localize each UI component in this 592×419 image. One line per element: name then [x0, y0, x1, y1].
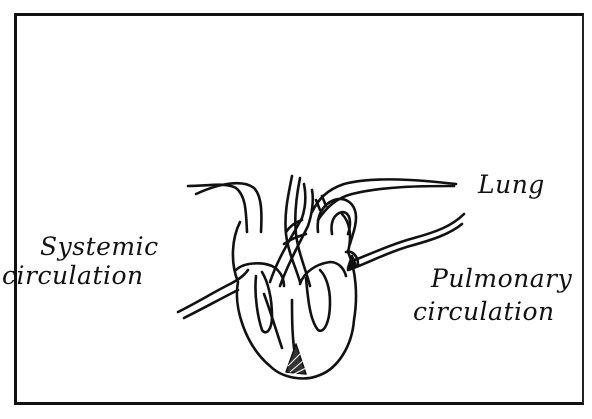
right-chamber-loop — [306, 270, 330, 331]
lung-vessel-upper — [312, 179, 456, 212]
lung-label: Lung — [478, 172, 545, 197]
pulmonary-label-line1: Pulmonary — [431, 266, 572, 291]
left-ventricle-inner — [264, 294, 282, 348]
systemic-label-line2: circulation — [2, 263, 144, 288]
pulmonary-label-line2: circulation — [413, 299, 555, 324]
systemic-label-line1: Systemic — [40, 234, 159, 259]
pulmonary-circulation-vessel — [350, 214, 464, 262]
